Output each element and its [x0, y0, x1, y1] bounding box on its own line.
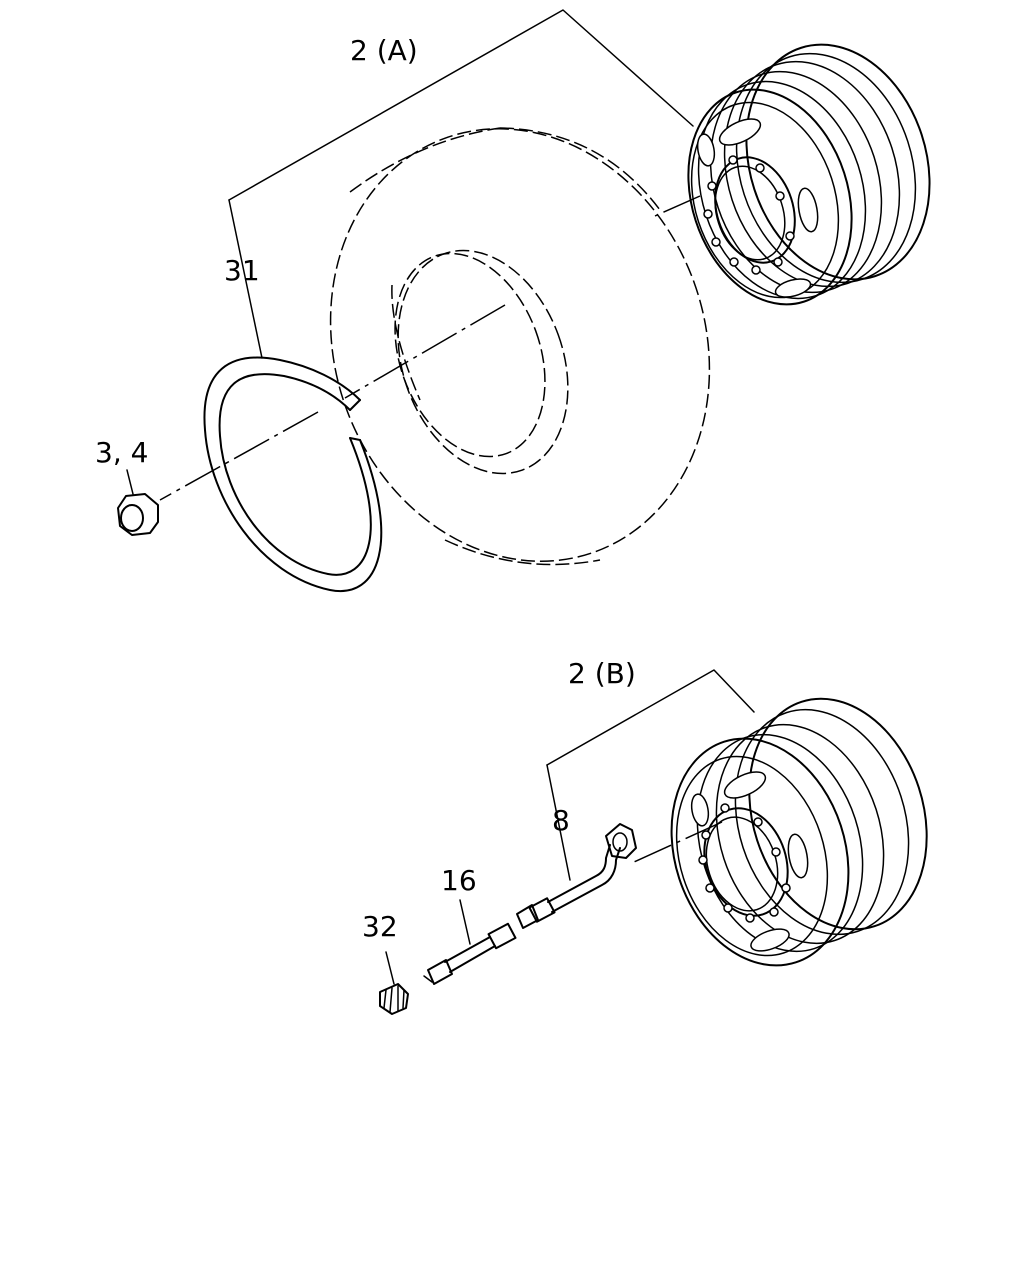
callout-wheel-b: 2 (B): [568, 657, 636, 690]
leader-wheel-b: [546, 669, 755, 881]
lock-ring: [203, 356, 383, 593]
tire: [329, 127, 711, 566]
callout-wheel-nut: 3, 4: [95, 436, 148, 469]
leader-wheel-a: [228, 9, 694, 359]
callout-wheel-a: 2 (A): [350, 34, 418, 67]
wheel-b: [670, 697, 928, 967]
callout-valve-extension: 16: [441, 864, 477, 897]
callout-valve-hose: 8: [552, 804, 570, 837]
axis-bottom: [633, 821, 723, 863]
callout-valve-cap: 32: [362, 910, 398, 943]
valve-hose: [516, 823, 637, 929]
axis-top: [159, 195, 701, 501]
callout-lock-ring: 31: [224, 254, 260, 287]
valve-cap: [379, 951, 409, 1015]
wheel-a: [687, 43, 931, 306]
wheel-nut: [117, 469, 159, 536]
valve-extension: [423, 899, 517, 985]
